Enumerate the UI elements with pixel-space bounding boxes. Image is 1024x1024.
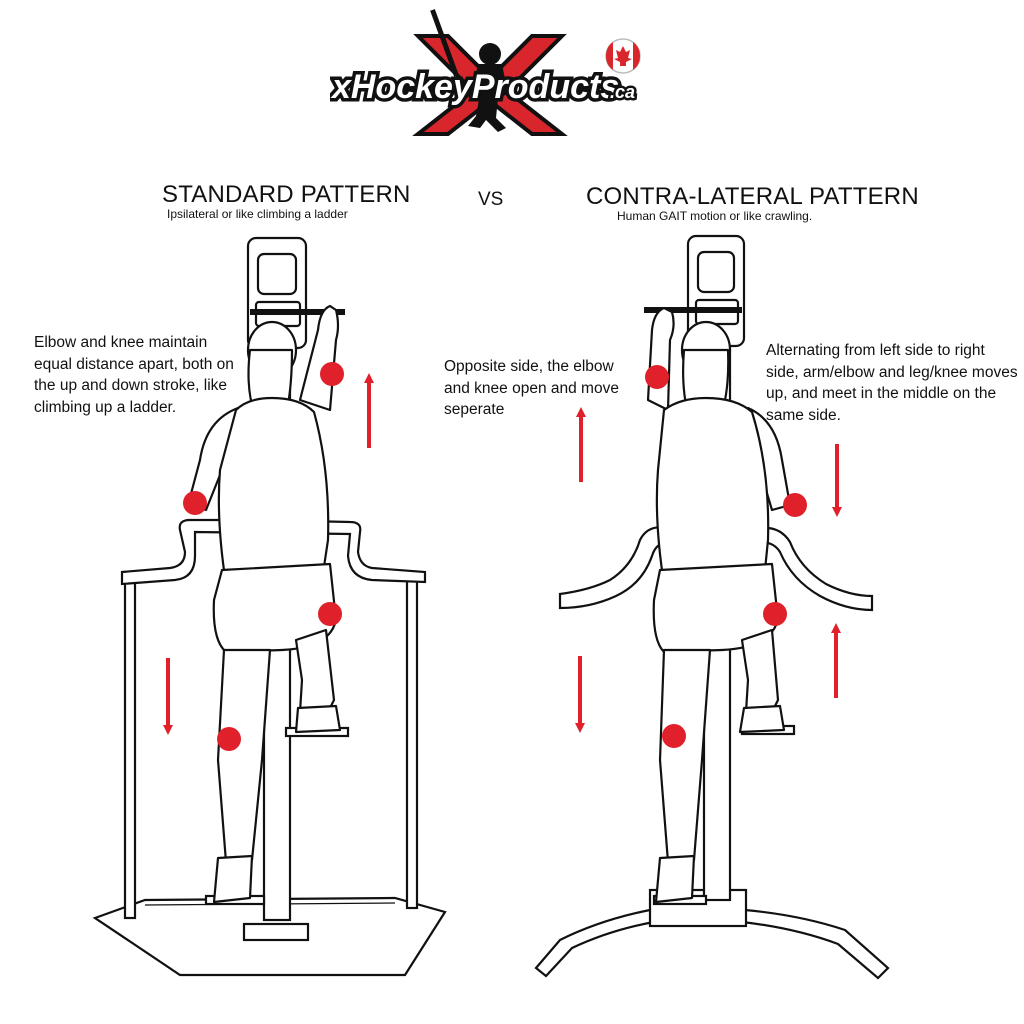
right-joint-markers — [645, 365, 807, 748]
right-note-opposite: Opposite side, the elbow and knee open a… — [444, 358, 619, 418]
right-motion-arrows — [575, 407, 842, 733]
left-climber-figure — [186, 304, 342, 904]
left-subtitle: Ipsilateral or like climbing a ladder — [167, 207, 348, 221]
left-joint-markers — [183, 362, 344, 751]
left-motion-arrows — [163, 373, 374, 735]
left-note: Elbow and knee maintain equal distance a… — [34, 334, 234, 416]
right-note-alternating: Alternating from left side to right side… — [766, 342, 1018, 424]
knee-marker-up — [318, 602, 342, 626]
right-subtitle: Human GAIT motion or like crawling. — [617, 209, 813, 223]
left-title: STANDARD PATTERN — [162, 181, 411, 208]
hockey-player-icon — [430, 9, 508, 132]
canada-flag-icon — [605, 38, 641, 74]
logo-suffix: .ca — [610, 82, 635, 102]
knee-marker-down — [662, 724, 686, 748]
elbow-marker-down — [783, 493, 807, 517]
elbow-marker-down — [183, 491, 207, 515]
knee-marker-up — [763, 602, 787, 626]
right-climber-figure — [646, 306, 792, 904]
logo-wordmark: xHockeyProducts — [330, 68, 619, 106]
brand-logo: xHockeyProducts .ca — [327, 6, 650, 146]
right-title: CONTRA-LATERAL PATTERN — [586, 183, 919, 210]
knee-marker-down — [217, 727, 241, 751]
vs-label: VS — [478, 189, 504, 210]
elbow-marker-up — [645, 365, 669, 389]
logo-graphic: xHockeyProducts .ca — [327, 9, 641, 136]
elbow-marker-up — [320, 362, 344, 386]
